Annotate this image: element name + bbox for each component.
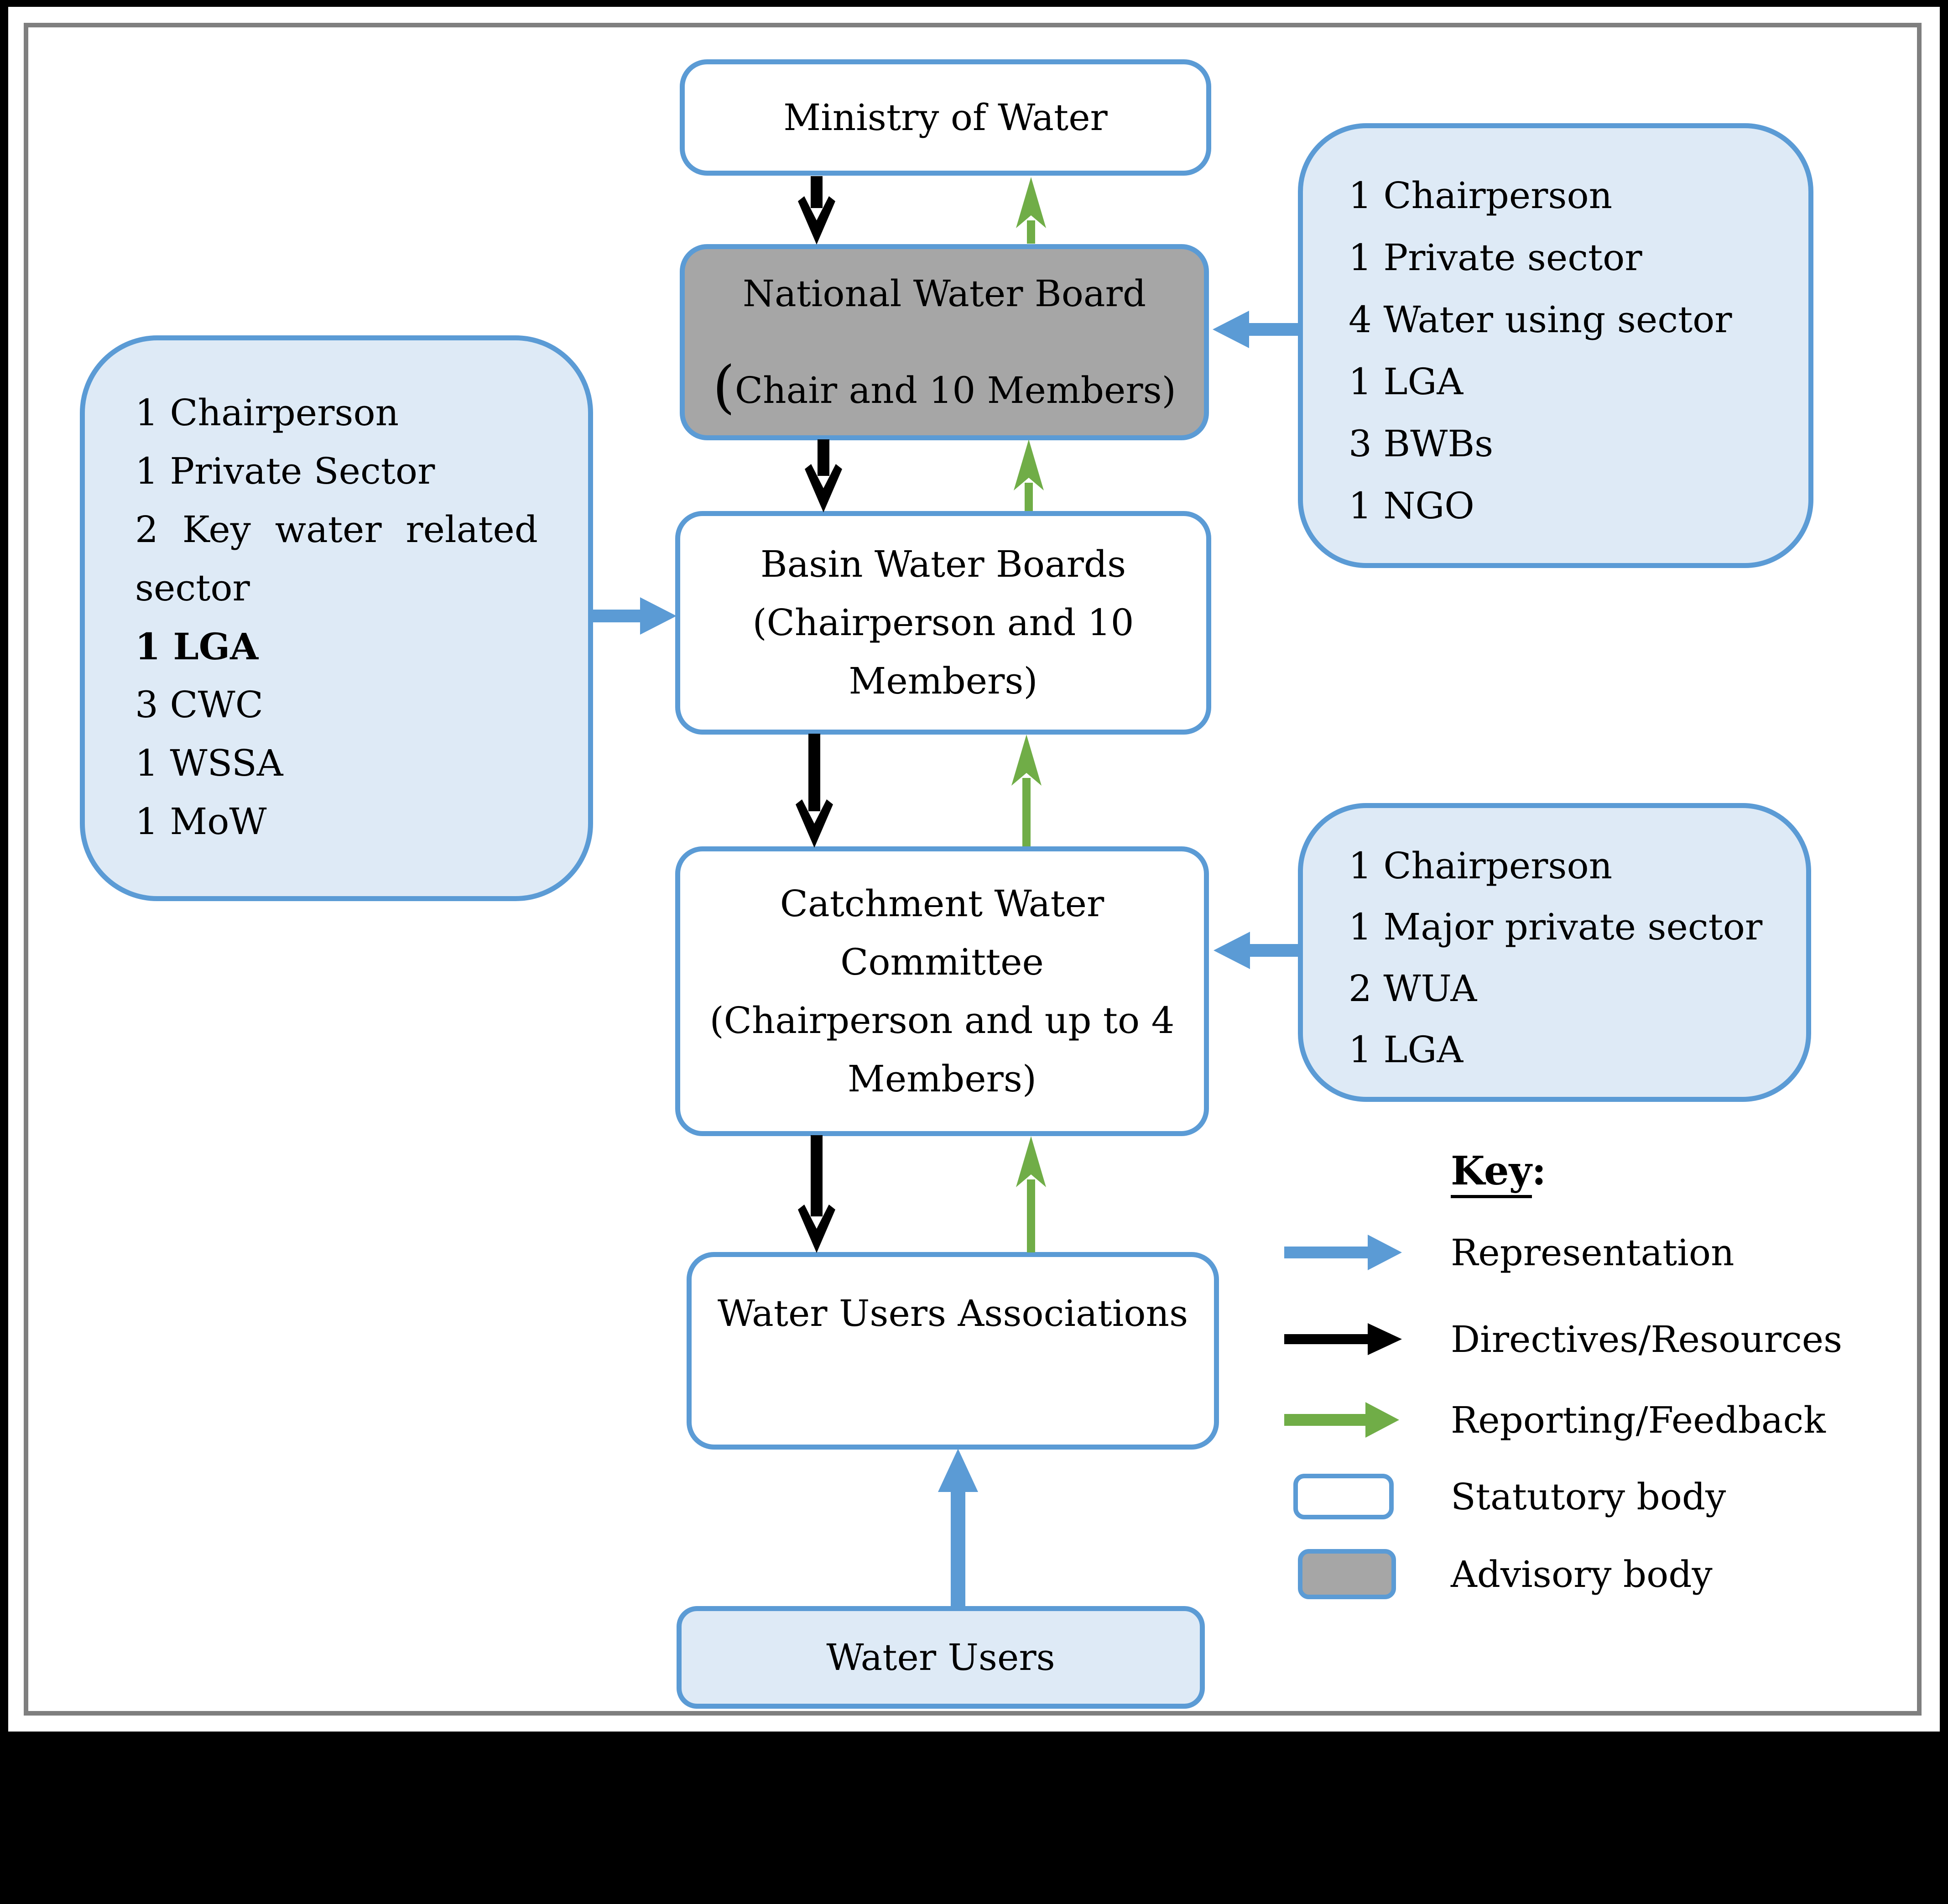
membership-list: 1 Chairperson 1 Private Sector 2 Key wat… — [135, 384, 538, 851]
directives-arrow-ministry-to-nwb — [796, 176, 837, 245]
legend-label-representation: Representation — [1451, 1231, 1734, 1274]
list-item: 1 Private Sector — [135, 450, 435, 492]
feedback-arrow-wua-to-cwc — [1010, 1136, 1052, 1252]
node-label: Water Users Associations — [717, 1292, 1188, 1335]
node-water-users-associations: Water Users Associations — [687, 1252, 1219, 1450]
directives-arrow-nwb-to-basin — [803, 439, 844, 512]
node-sublabel: (Chairperson and up to 4 — [709, 999, 1175, 1042]
list-item: 1 Private sector — [1349, 236, 1642, 279]
list-item: 4 Water using sector — [1349, 298, 1732, 341]
node-sublabel: (Chair and 10 Members) — [713, 354, 1176, 420]
statutory-body-swatch-icon — [1293, 1474, 1394, 1519]
node-label: National Water Board — [742, 272, 1146, 315]
membership-list: 1 Chairperson 1 Major private sector 2 W… — [1349, 835, 1763, 1081]
feedback-arrow-nwb-to-ministry — [1010, 177, 1052, 244]
node-label: Basin Water Boards — [760, 543, 1126, 585]
node-basin-water-boards: Basin Water Boards (Chairperson and 10 M… — [675, 511, 1211, 735]
advisory-body-swatch-icon — [1298, 1549, 1396, 1599]
list-item: 2 Key water related sector — [135, 508, 538, 609]
membership-list: 1 Chairperson 1 Private sector 4 Water u… — [1349, 165, 1763, 537]
legend-title: Key: — [1451, 1148, 1546, 1198]
basin-membership-note: 1 Chairperson 1 Private Sector 2 Key wat… — [80, 335, 593, 901]
cwc-membership-note: 1 Chairperson 1 Major private sector 2 W… — [1298, 803, 1811, 1102]
representation-arrow-rightnote-to-cwc — [1214, 930, 1300, 971]
node-sublabel: (Chairperson and 10 — [752, 601, 1134, 644]
feedback-arrow-cwc-to-basin — [1006, 735, 1047, 846]
list-item: 1 Chairperson — [1349, 174, 1613, 217]
legend-label-directives: Directives/Resources — [1451, 1318, 1843, 1361]
list-item: 3 BWBs — [1349, 423, 1494, 465]
list-item: 1 Chairperson — [1349, 845, 1613, 887]
list-item: 1 WSSA — [135, 742, 283, 784]
node-sublabel: Members) — [847, 1057, 1037, 1100]
node-label: Water Users — [826, 1636, 1055, 1679]
directives-arrow-basin-to-cwc — [794, 734, 835, 848]
list-item: 1 Chairperson — [135, 391, 399, 434]
node-catchment-water-committee: Catchment Water Committee (Chairperson a… — [675, 846, 1209, 1136]
list-item: 2 WUA — [1349, 967, 1477, 1010]
list-item: 1 LGA — [1349, 360, 1464, 403]
node-label: Catchment Water — [780, 882, 1104, 925]
representation-arrow-rightnote-to-nwb — [1213, 309, 1299, 350]
node-national-water-board: National Water Board (Chair and 10 Membe… — [680, 244, 1209, 440]
node-label: Committee — [840, 940, 1044, 983]
node-label: Ministry of Water — [783, 96, 1108, 139]
feedback-arrow-icon — [1284, 1399, 1399, 1440]
directives-arrow-cwc-to-wua — [796, 1135, 837, 1253]
representation-arrow-icon — [1284, 1232, 1402, 1273]
nwb-membership-note: 1 Chairperson 1 Private sector 4 Water u… — [1298, 123, 1813, 568]
paren-glyph: ( — [713, 354, 735, 420]
legend-label-statutory: Statutory body — [1451, 1476, 1726, 1518]
list-item: 3 CWC — [135, 683, 263, 726]
list-item: 1 LGA — [1349, 1028, 1464, 1071]
legend-label-reporting: Reporting/Feedback — [1451, 1399, 1826, 1441]
list-item: 1 MoW — [135, 800, 267, 843]
legend-label-advisory: Advisory body — [1451, 1553, 1713, 1596]
list-item: 1 NGO — [1349, 485, 1474, 527]
representation-arrow-leftnote-to-basin — [592, 595, 677, 636]
node-sublabel: Members) — [849, 660, 1038, 702]
node-water-users: Water Users — [677, 1606, 1205, 1709]
list-item: 1 LGA — [135, 625, 259, 668]
directives-arrow-icon — [1284, 1319, 1402, 1360]
feedback-arrow-basin-to-nwb — [1008, 439, 1049, 511]
representation-arrow-waterusers-to-wua — [935, 1449, 981, 1608]
node-ministry-of-water: Ministry of Water — [680, 59, 1211, 176]
list-item: 1 Major private sector — [1349, 906, 1763, 949]
